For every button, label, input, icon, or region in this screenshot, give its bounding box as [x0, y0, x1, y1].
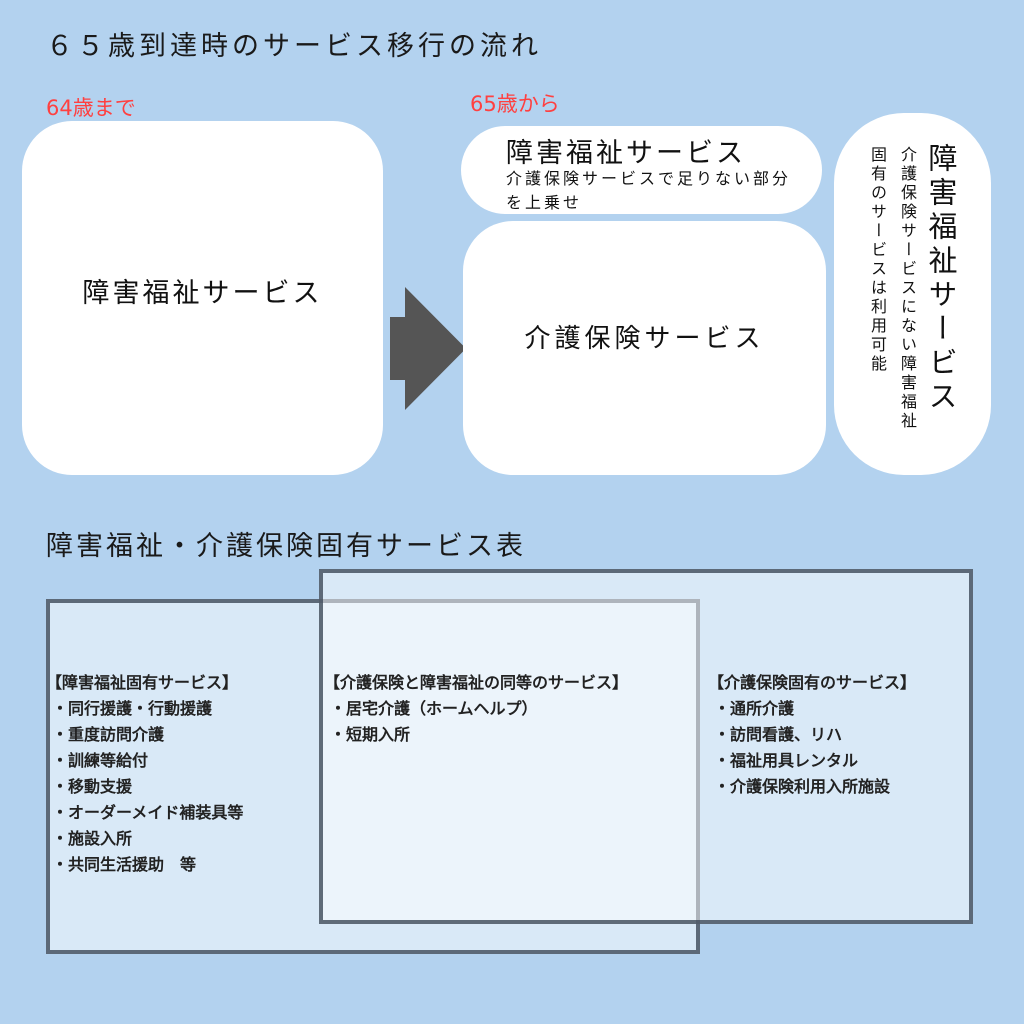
list-item: ・同行援護・行動援護	[52, 699, 213, 718]
before-65-disability-welfare-box: 障害福祉サービス	[22, 121, 383, 475]
list-item: ・移動支援	[52, 777, 133, 796]
after-age-label: 65歳から	[470, 92, 560, 116]
care-insurance-set-box	[319, 569, 973, 924]
supplement-box-title: 障害福祉サービス	[506, 138, 746, 169]
list-item: ・福祉用具レンタル	[714, 751, 859, 770]
supplement-box-description: 介護保険サービスで足りない部分を上乗せ	[506, 169, 792, 212]
supplement-disability-welfare-box: 障害福祉サービス 介護保険サービスで足りない部分を上乗せ	[461, 126, 822, 214]
common-services-column: 【介護保険と障害福祉の同等のサービス】 ・居宅介護（ホームヘルプ） ・短期入所	[324, 670, 628, 748]
column-header: 【介護保険と障害福祉の同等のサービス】	[324, 673, 629, 692]
disability-unique-column: 【障害福祉固有サービス】 ・同行援護・行動援護 ・重度訪問介護 ・訓練等給付 ・…	[46, 670, 244, 878]
care-insurance-box: 介護保険サービス	[463, 221, 826, 475]
unique-box-title: 障害福祉サービス	[924, 143, 958, 415]
list-item: ・訓練等給付	[52, 751, 149, 770]
before-box-label: 障害福祉サービス	[82, 277, 323, 309]
list-item: ・訪問看護、リハ	[714, 725, 843, 744]
column-header: 【介護保険固有のサービス】	[708, 673, 917, 692]
unique-disability-welfare-box: 障害福祉サービス 介護保険サービスにない障害福祉固有のサービスは利用可能	[834, 113, 991, 475]
list-item: ・通所介護	[714, 699, 795, 718]
right-arrow-icon	[390, 287, 466, 410]
before-age-label: 64歳まで	[46, 96, 136, 120]
flow-title: ６５歳到達時のサービス移行の流れ	[46, 31, 542, 62]
list-item: ・介護保険利用入所施設	[714, 777, 891, 796]
list-item: ・施設入所	[52, 829, 133, 848]
list-item: ・居宅介護（ホームヘルプ）	[330, 699, 538, 718]
unique-box-description: 介護保険サービスにない障害福祉固有のサービスは利用可能	[868, 146, 917, 431]
care-insurance-box-label: 介護保険サービス	[524, 323, 765, 354]
list-item: ・オーダーメイド補装具等	[52, 803, 244, 822]
list-item: ・短期入所	[330, 725, 411, 744]
list-item: ・重度訪問介護	[52, 725, 165, 744]
list-item: ・共同生活援助 等	[52, 855, 197, 874]
table-title: 障害福祉・介護保険固有サービス表	[46, 531, 526, 562]
care-insurance-unique-column: 【介護保険固有のサービス】 ・通所介護 ・訪問看護、リハ ・福祉用具レンタル ・…	[708, 670, 916, 800]
column-header: 【障害福祉固有サービス】	[46, 673, 239, 692]
